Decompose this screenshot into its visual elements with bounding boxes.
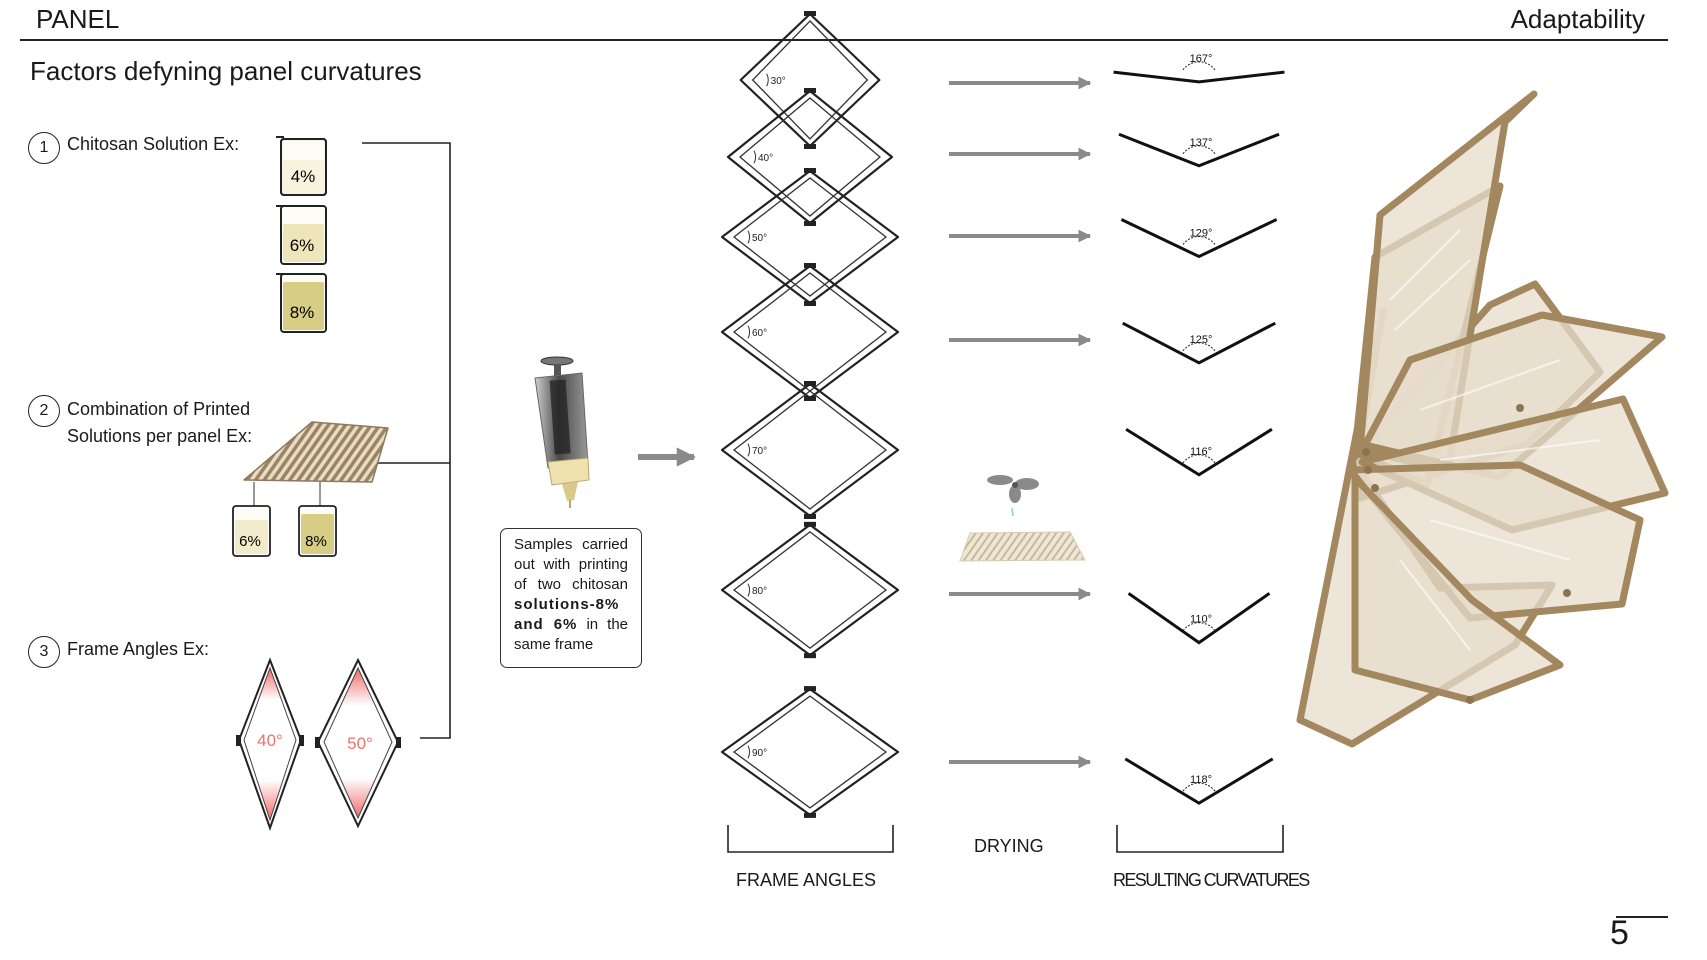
curvature-label-5: 110° [1190,614,1212,626]
header-rule [20,39,1668,41]
resulting-curvatures-caption: RESULTING CURVATURES [1113,870,1310,890]
curvature-0: 167° [1113,53,1285,84]
factor-3-number: 3 [28,636,60,668]
drying-panel-icon [959,531,1086,562]
frame-angles-bracket [727,825,894,853]
frame-60: 60° [720,263,900,401]
curvature-3: 125° [1122,321,1276,365]
beaker-8-label: 8% [290,303,315,322]
combo-beaker-6-label: 6% [239,533,261,550]
beaker-8-icon [276,273,327,333]
resulting-curvatures: 167° 137° 129° 125° 116° 110° 118° [1113,53,1285,805]
folding-panel-ribs [1389,229,1601,651]
frame-example-50-icon [315,657,401,829]
folding-panel-fan-image [1296,90,1669,748]
combo-beaker-6-icon [232,505,271,557]
frame-90: 90° [720,686,900,818]
page-number: 5 [1610,914,1629,952]
frame-40: 40° [726,88,894,226]
factor-2-number: 2 [28,395,60,427]
beaker-6-icon [276,205,327,265]
note-text-2: in the same frame [514,616,629,653]
beaker-4-label: 4% [291,167,316,186]
frame-example-50-label: 50° [347,734,373,753]
printed-panel-icon [243,421,389,506]
frame-example-40-icon [236,657,304,832]
section-label: PANEL [36,4,120,34]
syringe-icon [534,356,590,508]
frame-example-40-label: 40° [257,731,283,750]
factor-bracket [362,142,451,739]
curvature-label-3: 125° [1190,334,1213,346]
factor-3-label: Frame Angles Ex: [67,639,210,659]
drying-arrows [949,76,1092,769]
fan-icon [987,475,1039,517]
frame-50: 50° [720,168,900,306]
frame-angles-caption: FRAME ANGLES [736,870,877,890]
frame-angle-label-0: 30° [771,76,786,87]
curvature-5: 110° [1127,592,1271,645]
frame-70: 70° [720,381,900,519]
curvatures-bracket [1116,825,1284,853]
frame-angle-label-4: 70° [752,446,767,457]
frame-angle-sequence: 30° 40° 50° 60° 70° 80° 90° [720,11,900,818]
beaker-4-icon [276,136,327,196]
curvature-label-0: 167° [1190,53,1213,65]
curvature-label-2: 129° [1190,228,1213,240]
page-number-rule [1616,916,1668,918]
factor-1-number: 1 [28,132,60,164]
frame-angle-label-1: 40° [758,153,773,164]
note-text-1: Samples carried out with printing of two… [514,536,628,593]
curvature-label-6: 118° [1190,774,1212,786]
folding-panel-hinges [1362,404,1571,704]
frame-angle-label-2: 50° [752,233,767,244]
frame-80: 80° [720,521,900,659]
curvature-4: 116° [1125,427,1273,477]
page-title: Factors defyning panel curvatures [30,56,422,86]
frame-30: 30° [739,11,881,149]
frame-angle-label-5: 80° [752,586,767,597]
sample-note: Samples carried out with printing of two… [500,528,642,668]
factor-2-label-line1: Combination of Printed [67,399,251,419]
curvature-label-1: 137° [1190,137,1213,149]
frame-angle-label-6: 90° [752,748,767,759]
frame-angle-label-3: 60° [752,328,767,339]
topic-label: Adaptability [1510,4,1645,34]
combo-beaker-8-icon [298,505,337,557]
factor-2-label-line2: Solutions per panel Ex: [67,426,253,446]
curvature-6: 118° [1124,757,1274,805]
drying-caption: DRYING [974,836,1044,856]
beaker-6-label: 6% [290,236,315,255]
curvature-1: 137° [1118,132,1280,168]
curvature-label-4: 116° [1190,446,1212,458]
curvature-2: 129° [1120,218,1278,259]
note-text-bold: solutions-8% and 6% [514,596,620,633]
combo-beaker-8-label: 8% [305,533,327,550]
factor-1-label: Chitosan Solution Ex: [67,134,240,154]
